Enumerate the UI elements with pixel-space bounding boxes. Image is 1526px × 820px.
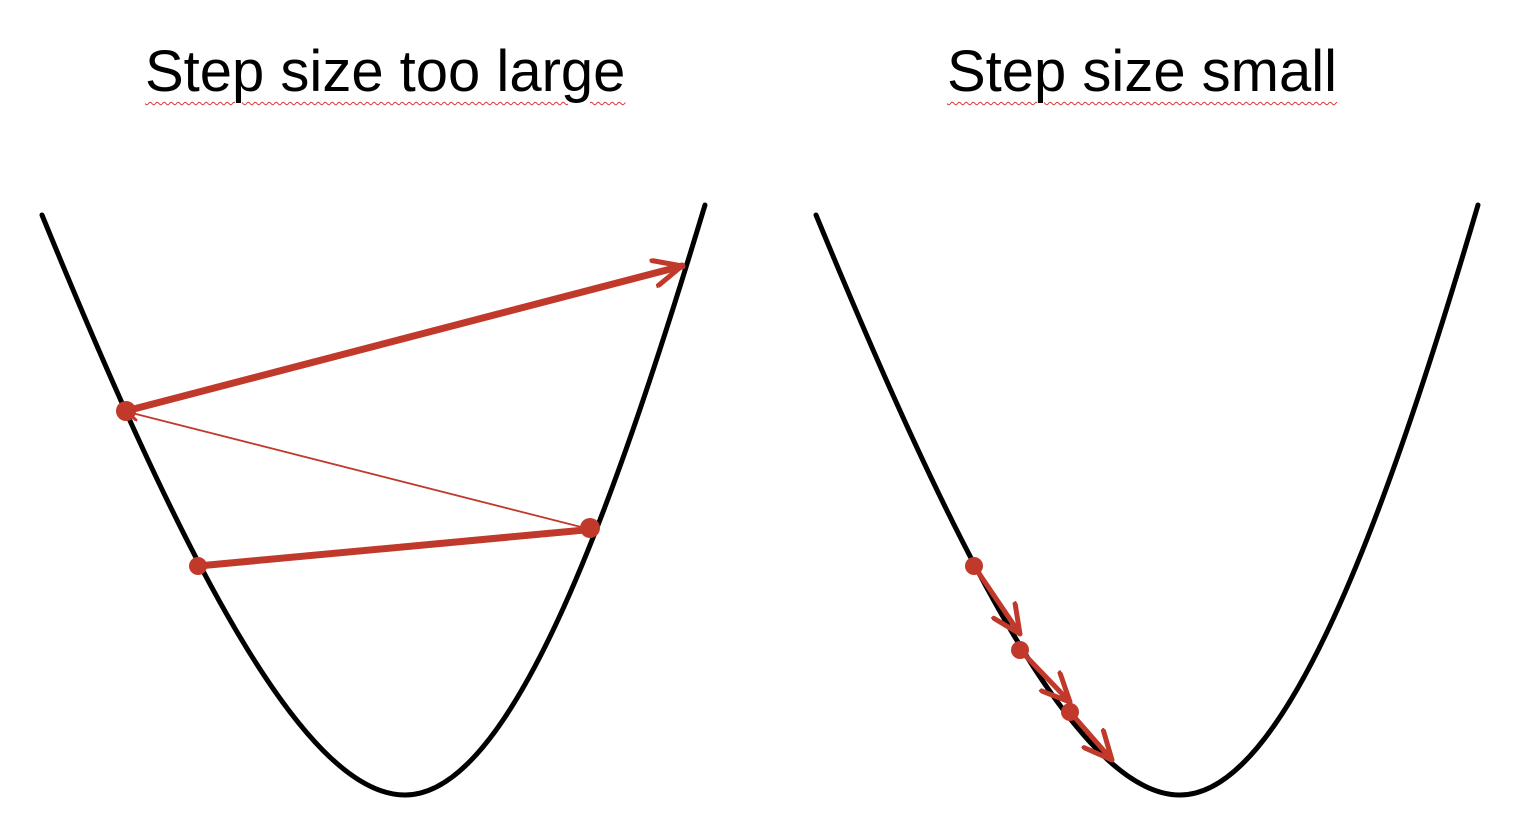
step-point-left xyxy=(116,401,136,421)
panel-title-small-step: Step size small xyxy=(947,39,1338,104)
panel-large-step xyxy=(39,202,708,798)
step-point-start xyxy=(189,557,207,575)
step-arrow-2 xyxy=(128,412,586,529)
step-point-right xyxy=(580,518,600,538)
panel-title-large-step: Step size too large xyxy=(145,39,626,104)
small-step-point-3 xyxy=(1061,703,1079,721)
small-step-arrow-3 xyxy=(1068,710,1112,760)
step-arrow-3 xyxy=(122,266,686,415)
panel-small-step xyxy=(813,202,1481,798)
loss-curve-left xyxy=(39,202,708,798)
loss-curve-right xyxy=(813,202,1481,798)
step-arrow-1 xyxy=(194,526,589,570)
small-step-arrow-2 xyxy=(1018,648,1070,702)
small-step-point-2 xyxy=(1011,641,1029,659)
small-step-arrow-1 xyxy=(971,564,1020,634)
small-step-point-1 xyxy=(965,557,983,575)
